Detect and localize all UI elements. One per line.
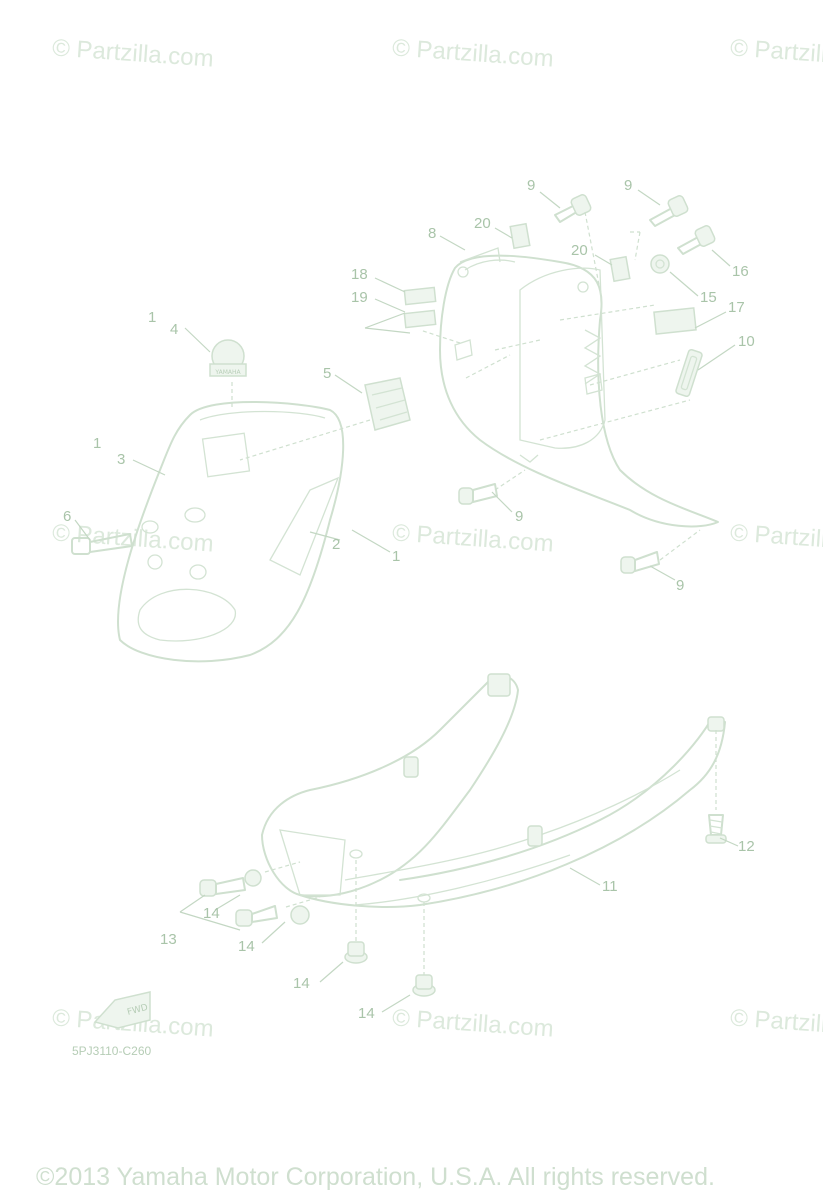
floor-panel <box>261 673 726 908</box>
callout-14: 14 <box>358 1005 375 1022</box>
screw-9 <box>554 194 592 223</box>
front-fender <box>117 401 345 663</box>
callout-20: 20 <box>571 242 588 259</box>
callout-9: 9 <box>676 577 685 594</box>
callout-6: 6 <box>63 508 72 525</box>
callout-9: 9 <box>624 177 633 194</box>
fwd-arrow-icon: FWD <box>93 991 151 1029</box>
washer-15 <box>650 254 670 274</box>
callout-14: 14 <box>293 975 310 992</box>
callout-12: 12 <box>738 838 755 855</box>
callout-16: 16 <box>732 263 749 280</box>
copyright-notice: ©2013 Yamaha Motor Corporation, U.S.A. A… <box>36 1163 715 1191</box>
screw-16 <box>677 225 716 255</box>
callout-1: 1 <box>93 435 102 452</box>
yamaha-emblem: YAMAHA <box>209 339 247 410</box>
callout-9: 9 <box>515 508 524 525</box>
svg-text:YAMAHA: YAMAHA <box>214 369 241 376</box>
screw-group-13 <box>179 861 321 931</box>
callout-18: 18 <box>351 266 368 283</box>
callout-4: 4 <box>170 321 179 338</box>
label-17 <box>653 307 697 335</box>
nut-14 <box>344 860 368 964</box>
callout-3: 3 <box>117 451 126 468</box>
callout-14: 14 <box>238 938 255 955</box>
callout-14: 14 <box>203 905 220 922</box>
callout-9: 9 <box>527 177 536 194</box>
leg-shield <box>419 247 719 528</box>
callout-1: 1 <box>392 548 401 565</box>
callout-1: 1 <box>148 309 157 326</box>
leader-lines <box>74 189 739 1013</box>
callout-13: 13 <box>160 931 177 948</box>
callout-8: 8 <box>428 225 437 242</box>
callout-17: 17 <box>728 299 745 316</box>
clip-20a <box>509 222 531 250</box>
diagram-code: 5PJ3110-C260 <box>72 1044 152 1058</box>
nut-14 <box>412 902 436 997</box>
callout-19: 19 <box>351 289 368 306</box>
screw-9 <box>649 195 689 227</box>
callout-20: 20 <box>474 215 491 232</box>
label-decals <box>364 286 437 334</box>
callout-15: 15 <box>700 289 717 306</box>
callout-2: 2 <box>332 536 341 553</box>
screw-12 <box>705 730 727 844</box>
rubber-pad-10 <box>675 348 703 398</box>
clip-20b <box>609 255 631 283</box>
bolt-6 <box>71 533 133 555</box>
screw-9 <box>620 551 660 574</box>
reflector <box>239 377 411 461</box>
callout-11: 11 <box>602 878 618 895</box>
screw-9 <box>458 483 498 505</box>
callout-5: 5 <box>323 365 332 382</box>
callout-10: 10 <box>738 333 755 350</box>
